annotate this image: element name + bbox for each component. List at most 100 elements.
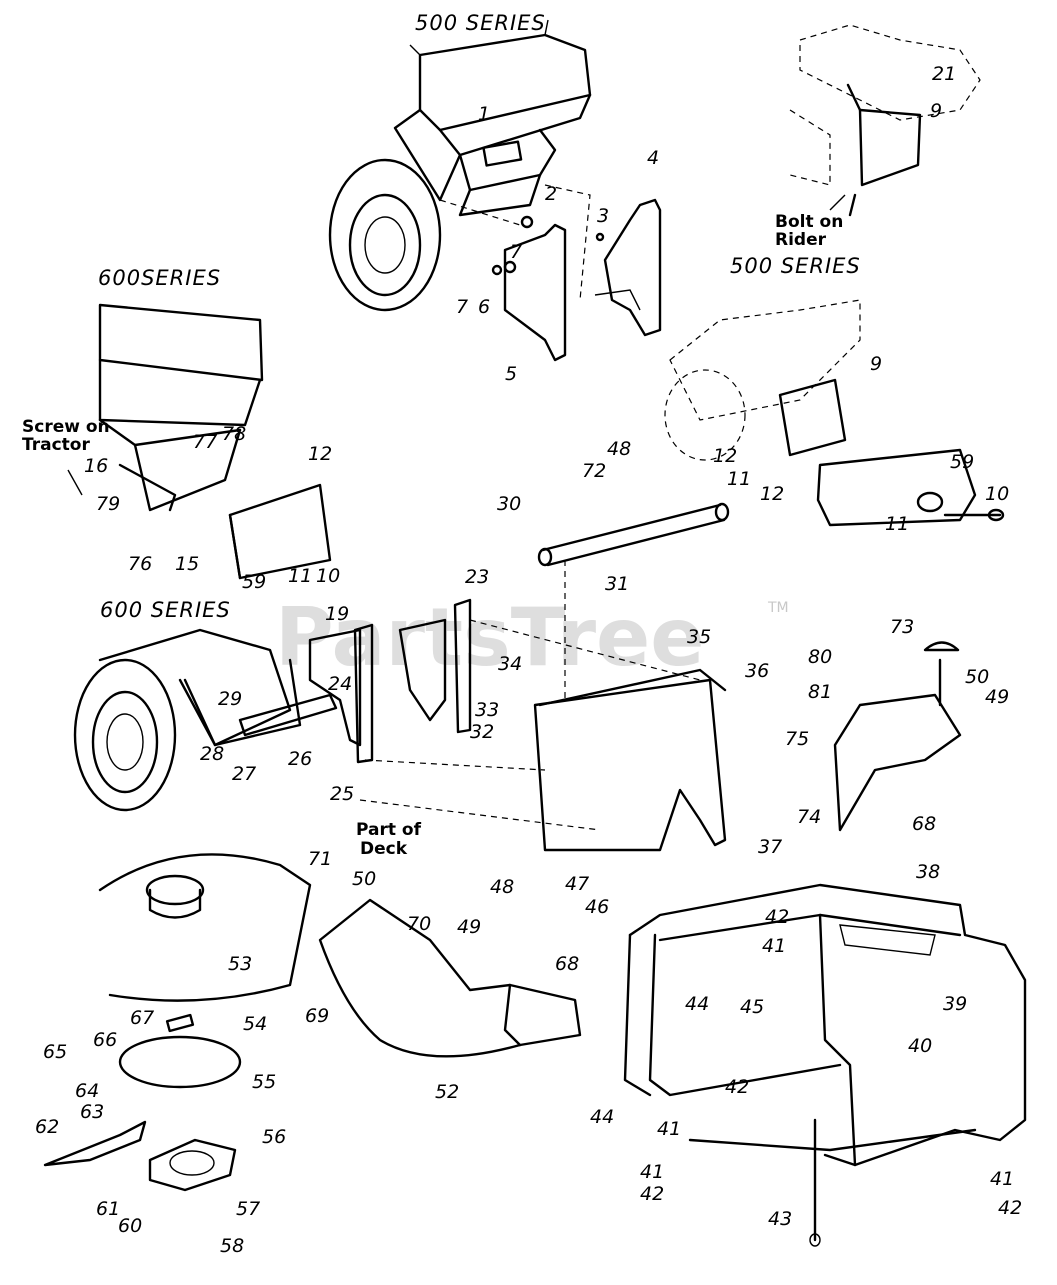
callout-75: 75 [785, 728, 809, 750]
callout-11-left: 11 [288, 565, 312, 587]
callout-72: 72 [582, 460, 606, 482]
callout-12-left: 12 [308, 443, 332, 465]
grass-bag-frame-illustration [623, 883, 1027, 1247]
callout-11-right: 11 [885, 513, 909, 535]
callout-65: 65 [43, 1041, 67, 1063]
note-part-of: Part of [356, 820, 422, 840]
callout-76: 76 [128, 553, 152, 575]
callout-46: 46 [585, 896, 609, 918]
callout-44-bottom: 44 [590, 1106, 614, 1128]
callout-59-right: 59 [950, 451, 974, 473]
callout-33: 33 [475, 699, 499, 721]
callout-36: 36 [745, 660, 769, 682]
callout-37: 37 [758, 836, 782, 858]
callout-23: 23 [465, 566, 489, 588]
callout-14: 12 [713, 445, 737, 467]
callout-74: 74 [797, 806, 821, 828]
series-label-600-mid: 600 SERIES [100, 598, 231, 622]
callout-54: 54 [243, 1013, 267, 1035]
callout-16: 16 [84, 455, 108, 477]
callout-50-right: 50 [965, 666, 989, 688]
callout-70: 70 [407, 913, 431, 935]
note-bolt-on: Bolt on [775, 212, 843, 232]
callout-28: 28 [200, 743, 224, 765]
part-75-chute-door [833, 641, 962, 832]
callout-1: 1 [478, 103, 490, 125]
callout-42-mid: 42 [725, 1076, 749, 1098]
series-label-500-right: 500 SERIES [730, 254, 861, 278]
watermark-text: PartsTree [275, 591, 705, 684]
callout-77: 77 [193, 431, 217, 453]
callout-40: 40 [908, 1035, 932, 1057]
mower-deck-illustration [98, 853, 312, 1002]
callout-71: 71 [308, 848, 332, 870]
callout-10-right: 10 [985, 483, 1009, 505]
callout-3: 3 [597, 205, 609, 227]
callout-45: 45 [740, 996, 764, 1018]
part-31-rod [537, 502, 730, 700]
callout-29: 29 [218, 688, 242, 710]
callout-5: 5 [505, 363, 517, 385]
note-screw-on: Screw on [22, 417, 110, 437]
callout-9-top: 9 [930, 100, 942, 122]
callout-15: 15 [175, 553, 199, 575]
callout-42-bottom-right: 42 [998, 1197, 1022, 1219]
blade-assembly-illustration [43, 1013, 242, 1192]
callout-42-top: 42 [765, 906, 789, 928]
callout-57: 57 [236, 1198, 260, 1220]
callout-7a: 7 [510, 241, 522, 263]
tractor-500-front-illustration [664, 299, 1005, 527]
callout-78: 78 [222, 423, 246, 445]
callout-60: 60 [118, 1215, 142, 1237]
callout-80: 80 [808, 646, 832, 668]
callout-68-mid: 68 [555, 953, 579, 975]
callout-26: 26 [288, 748, 312, 770]
callout-73: 73 [890, 616, 914, 638]
callout-41-top: 41 [762, 935, 786, 957]
callout-69: 69 [305, 1005, 329, 1027]
callout-30: 30 [497, 493, 521, 515]
callout-48-bottom: 48 [490, 876, 514, 898]
callout-41-bottom-left: 41 [640, 1161, 664, 1183]
callout-35: 35 [687, 626, 711, 648]
callout-27: 27 [232, 763, 256, 785]
series-label-500-top: 500 SERIES [415, 11, 546, 35]
callout-2: 2 [545, 183, 557, 205]
callout-58: 58 [220, 1235, 244, 1257]
callout-4: 4 [647, 147, 659, 169]
tractor-600-rear-illustration [98, 303, 332, 580]
callout-49-right: 49 [985, 686, 1009, 708]
series-label-600-left: 600SERIES [98, 266, 221, 290]
callout-39: 39 [943, 993, 967, 1015]
callout-62: 62 [35, 1116, 59, 1138]
trademark-symbol: TM [767, 600, 789, 616]
callout-53: 53 [228, 953, 252, 975]
callout-67: 67 [130, 1007, 154, 1029]
callout-47: 47 [565, 873, 589, 895]
callout-48-top: 48 [607, 438, 631, 460]
note-deck: Deck [360, 839, 408, 859]
callout-34: 34 [498, 653, 522, 675]
callout-25: 25 [330, 783, 354, 805]
callout-13: 11 [727, 468, 751, 490]
callout-64: 64 [75, 1080, 99, 1102]
callout-61: 61 [96, 1198, 120, 1220]
callout-32: 32 [470, 721, 494, 743]
callout-49-mid: 49 [457, 916, 481, 938]
callout-41-bottom-right: 41 [990, 1168, 1014, 1190]
callout-24: 24 [328, 673, 352, 695]
callout-42-bottom-left: 42 [640, 1183, 664, 1205]
callout-55: 55 [252, 1071, 276, 1093]
callout-9-right: 9 [870, 353, 882, 375]
callout-81: 81 [808, 681, 832, 703]
callout-63: 63 [80, 1101, 104, 1123]
callout-7b: 7 [456, 296, 468, 318]
callout-12-right: 12 [760, 483, 784, 505]
callout-21: 21 [932, 63, 956, 85]
callout-44-top: 44 [685, 993, 709, 1015]
callout-50-mid: 50 [352, 868, 376, 890]
tractor-500-rear-illustration [328, 19, 592, 312]
callout-41-mid: 41 [657, 1118, 681, 1140]
